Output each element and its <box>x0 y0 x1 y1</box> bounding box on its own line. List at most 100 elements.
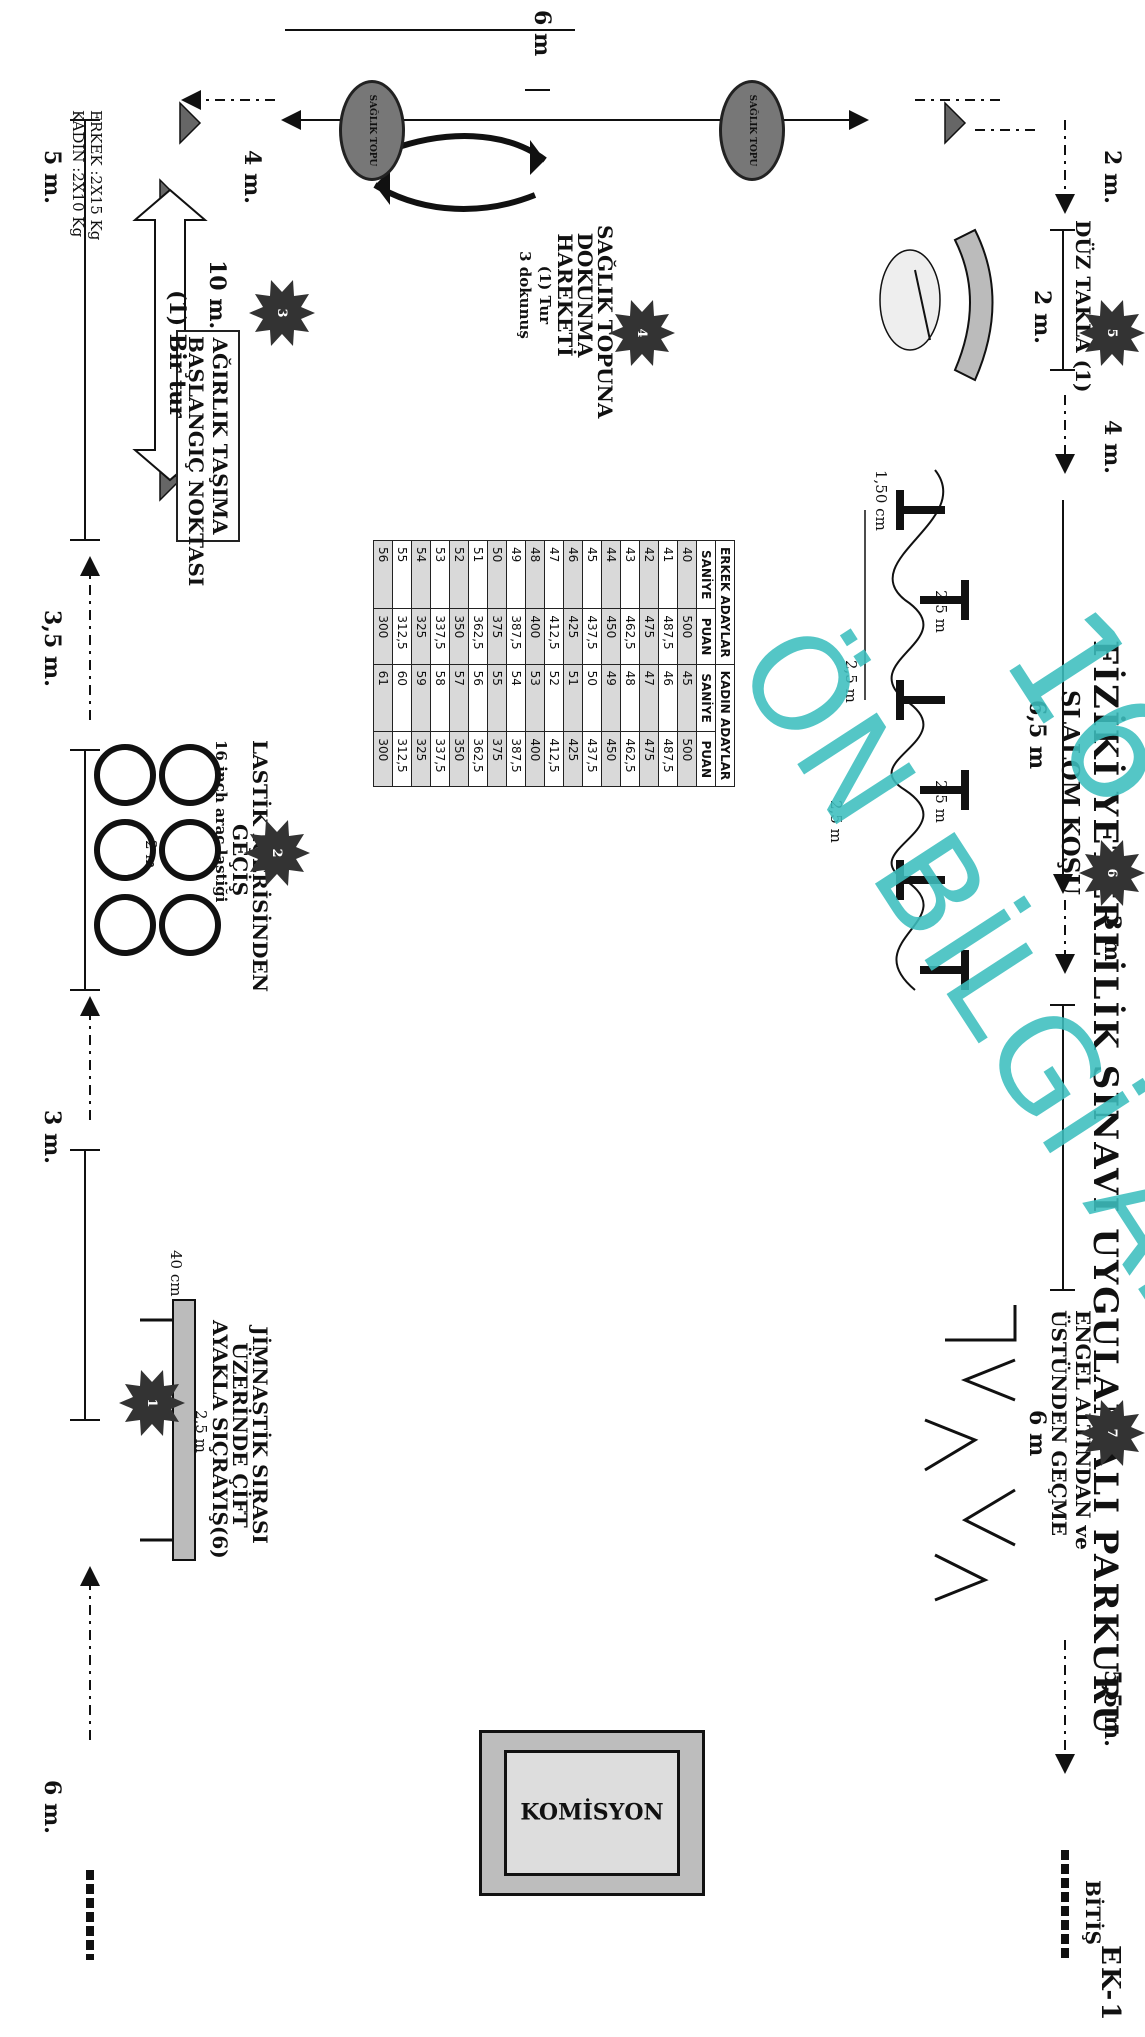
station-4-star: 4 <box>609 300 675 366</box>
points-male: 387,5 <box>506 608 526 665</box>
s4-line-3: HAREKETİ <box>553 233 577 357</box>
tour-label: (1) Bir tur <box>164 290 190 418</box>
s7-line-2: ÜSTÜNDEN GEÇME <box>1047 1310 1071 1536</box>
seconds-female: 54 <box>506 664 526 732</box>
seconds-male: 46 <box>563 540 583 609</box>
seconds-female: 45 <box>677 664 697 732</box>
points-male: 475 <box>639 608 659 665</box>
col-seconds-m: SANİYE <box>696 540 716 609</box>
seconds-male: 43 <box>620 540 640 609</box>
points-male: 375 <box>487 608 507 665</box>
seconds-male: 53 <box>430 540 450 609</box>
dist-3-4: 5 m. <box>39 150 65 204</box>
seconds-male: 41 <box>658 540 678 609</box>
points-female: 312,5 <box>392 731 412 787</box>
seconds-male: 45 <box>582 540 602 609</box>
points-male: 462,5 <box>620 608 640 665</box>
station-6-star: 6 <box>1079 840 1145 906</box>
station-1-star: 1 <box>119 1370 185 1436</box>
load-female: KADIN :2X10 Kg <box>69 110 87 238</box>
points-male: 362,5 <box>468 608 488 665</box>
finish-label: BİTİŞ <box>1081 1880 1105 1945</box>
col-points-f: PUAN <box>696 731 716 787</box>
s1-line-1: JİMNASTİK SIRASI <box>248 1326 272 1544</box>
commission-box: KOMİSYON <box>479 1730 705 1896</box>
points-male: 300 <box>373 608 393 665</box>
seconds-male: 44 <box>601 540 621 609</box>
points-female: 487,5 <box>658 731 678 787</box>
points-male: 425 <box>563 608 583 665</box>
points-female: 325 <box>411 731 431 787</box>
col-points-m: PUAN <box>696 608 716 665</box>
seconds-male: 50 <box>487 540 507 609</box>
dist-start: 6 m. <box>39 1780 65 1834</box>
length-s1: 2,5 m <box>192 1410 210 1453</box>
length-s7: 6 m <box>1024 1410 1050 1457</box>
points-male: 325 <box>411 608 431 665</box>
seconds-female: 55 <box>487 664 507 732</box>
points-female: 425 <box>563 731 583 787</box>
load-male: ERKEK :2X15 Kg <box>87 110 105 241</box>
station-3-star: 3 <box>249 280 315 346</box>
seconds-male: 54 <box>411 540 431 609</box>
seconds-male: 42 <box>639 540 659 609</box>
dist-5a: 2 m. <box>1099 150 1125 204</box>
seconds-female: 57 <box>449 664 469 732</box>
points-male: 437,5 <box>582 608 602 665</box>
points-female: 387,5 <box>506 731 526 787</box>
score-table: ERKEK ADAYLAR KADIN ADAYLAR SANİYE PUAN … <box>373 540 735 787</box>
points-female: 400 <box>525 731 545 787</box>
seconds-female: 52 <box>544 664 564 732</box>
health-ball-1: SAĞLIK TOPU <box>339 80 405 181</box>
points-female: 412,5 <box>544 731 564 787</box>
seconds-male: 48 <box>525 540 545 609</box>
seconds-female: 53 <box>525 664 545 732</box>
points-male: 337,5 <box>430 608 450 665</box>
dist-6-7: 3 m. <box>1099 915 1125 969</box>
points-female: 337,5 <box>430 731 450 787</box>
points-male: 487,5 <box>658 608 678 665</box>
s4-line-5: 3 dokunuş <box>516 251 534 339</box>
seconds-female: 56 <box>468 664 488 732</box>
points-female: 475 <box>639 731 659 787</box>
commission-label: KOMİSYON <box>520 1800 664 1826</box>
station-5-star: 5 <box>1079 300 1145 366</box>
dist-7-end: 5,5 m. <box>1099 1670 1125 1747</box>
seconds-female: 46 <box>658 664 678 732</box>
dist-4-5: 4 m. <box>239 150 265 204</box>
seconds-female: 47 <box>639 664 659 732</box>
seconds-male: 49 <box>506 540 526 609</box>
height-s1: 40 cm <box>167 1250 185 1297</box>
seconds-female: 48 <box>620 664 640 732</box>
dist-5-6: 4 m. <box>1099 420 1125 474</box>
s1-line-3: AYAKLA SIÇRAYIŞ(6) <box>208 1320 232 1559</box>
width-s2: 2 m <box>142 840 160 869</box>
seconds-male: 56 <box>373 540 393 609</box>
points-male: 412,5 <box>544 608 564 665</box>
seconds-female: 50 <box>582 664 602 732</box>
seconds-male: 52 <box>449 540 469 609</box>
points-female: 450 <box>601 731 621 787</box>
seconds-female: 58 <box>430 664 450 732</box>
seconds-female: 60 <box>392 664 412 732</box>
s1-label: JİMNASTİK SIRASI ÜZERİNDE ÇİFT AYAKLA SI… <box>208 1320 272 1559</box>
width-s4: 6 m <box>529 10 555 57</box>
points-female: 437,5 <box>582 731 602 787</box>
